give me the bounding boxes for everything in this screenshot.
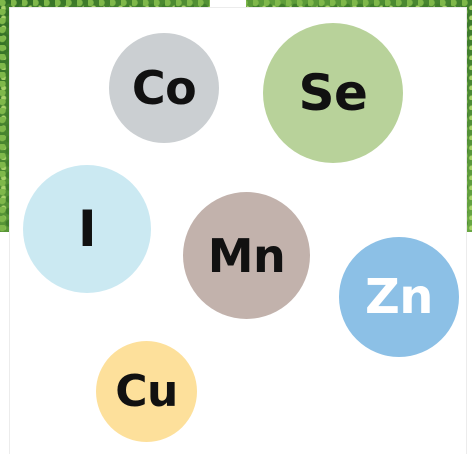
element-symbol: Mn bbox=[207, 228, 286, 283]
element-circle-zn: Zn bbox=[339, 237, 459, 357]
element-circle-cu: Cu bbox=[96, 341, 197, 442]
element-symbol: I bbox=[77, 200, 97, 258]
element-symbol: Co bbox=[131, 61, 197, 115]
element-circle-i: I bbox=[23, 165, 151, 293]
card-notch bbox=[210, 0, 246, 8]
element-symbol: Se bbox=[298, 64, 368, 122]
element-circle-mn: Mn bbox=[183, 192, 310, 319]
element-symbol: Zn bbox=[365, 269, 433, 325]
element-circle-co: Co bbox=[109, 33, 219, 143]
element-circle-se: Se bbox=[263, 23, 403, 163]
element-symbol: Cu bbox=[115, 366, 178, 417]
